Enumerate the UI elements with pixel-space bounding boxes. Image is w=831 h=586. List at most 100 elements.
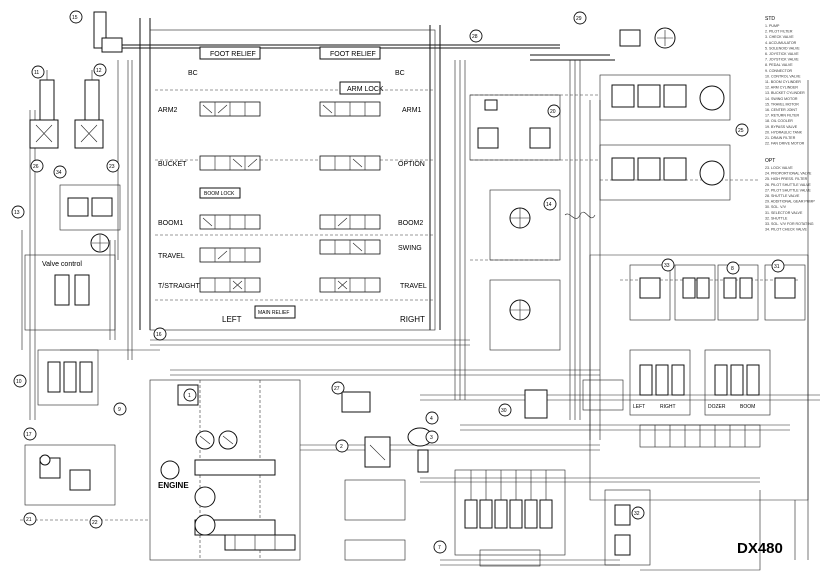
spool-travel-left-label: TRAVEL (158, 253, 185, 260)
callout-bubbles: 15 11 12 26 34 23 13 1 9 27 4 3 2 17 10 … (11, 10, 785, 554)
block-right-label: RIGHT (660, 404, 676, 410)
spool-arm1-label: ARM1 (402, 107, 422, 114)
boom-lock-label: BOOM LOCK (204, 191, 235, 197)
right-spool-stack: ARM1 OPTION BOOM2 SWING TRAVEL (319, 101, 427, 293)
legend-std-item: 4. ACCUMULATOR (765, 41, 797, 45)
callout-13: 13 (14, 210, 20, 216)
legend-opt-item: 30. SOL. V/V (765, 205, 787, 209)
legend-opt-item: 23. LOCK VALVE (765, 166, 793, 170)
spool-swing-label: SWING (398, 245, 422, 252)
legend-opt-title: OPT (765, 158, 775, 164)
legend-opt-item: 34. PILOT CHECK VALVE (765, 228, 808, 232)
legend-opt-item: 27. PILOT SHUTTLE VALVE (765, 188, 811, 192)
callout-21: 21 (26, 517, 32, 523)
callout-30: 30 (501, 408, 507, 414)
callout-34: 34 (56, 170, 62, 176)
callout-29: 29 (576, 16, 582, 22)
callout-32: 32 (634, 511, 640, 517)
callout-23: 23 (109, 164, 115, 170)
block-boom-label: BOOM (740, 404, 755, 410)
legend-opt-list: 23. LOCK VALVE 24. PROPORTIONAL VALVE25. … (765, 166, 815, 232)
main-control-valve: FOOT RELIEF FOOT RELIEF BC BC ARM LOCK A… (149, 29, 436, 331)
spool-boom1-label: BOOM1 (158, 220, 183, 227)
engine-pump-group: ENGINE (149, 379, 301, 561)
legend-std-item: 17. RETURN FILTER (765, 114, 799, 118)
bc-left-label: BC (188, 70, 198, 77)
legend-std-item: 10. CONTROL VALVE (765, 74, 801, 78)
legend-std-item: 2. PILOT FILTER (765, 30, 793, 34)
legend-std-item: 9. CONNECTOR (765, 69, 792, 73)
legend-std-title: STD (765, 16, 775, 22)
callout-20: 20 (550, 109, 556, 115)
legend-std-item: 12. ARM CYLINDER (765, 86, 798, 90)
callout-17: 17 (26, 432, 32, 438)
spool-option-label: OPTION (398, 161, 425, 168)
travel-motor-blocks (599, 27, 731, 201)
main-relief-label: MAIN RELIEF (258, 310, 289, 316)
callout-28: 28 (472, 34, 478, 40)
legend-std-item: 22. FAN DRIVE MOTOR (765, 142, 805, 146)
legend-std-item: 6. JOYSTICK VALVE (765, 52, 799, 56)
legend-opt-item: 29. ADDITIONAL GEAR PUMP (765, 200, 815, 204)
legend-std-item: 19. BYPASS VALVE (765, 125, 798, 129)
legend-opt-item: 24. PROPORTIONAL VALVE (765, 172, 812, 176)
foot-relief-right-label: FOOT RELIEF (330, 51, 376, 58)
callout-8: 8 (731, 266, 734, 272)
callout-9: 9 (118, 407, 121, 413)
legend-std-item: 1. PUMP (765, 24, 780, 28)
callout-26: 26 (33, 164, 39, 170)
valve-control-label: Valve control (42, 261, 82, 268)
model-label: DX480 (737, 540, 783, 557)
callout-7: 7 (438, 545, 441, 551)
legend-std-item: 11. BOOM CYLINDER (765, 80, 801, 84)
legend-std-item: 21. DRAIN FILTER (765, 136, 796, 140)
legend-opt-item: 28. SHUTTLE VALVE (765, 194, 800, 198)
callout-3: 3 (430, 435, 433, 441)
foot-relief-left-label: FOOT RELIEF (210, 51, 256, 58)
callout-11: 11 (34, 70, 39, 76)
legend-std-item: 5. SOLENOID VALVE (765, 46, 800, 50)
center-right-blocks (469, 94, 596, 351)
left-spool-stack: ARM2 BUCKET BOOM LOCK BOOM1 TRAVEL T/STR… (158, 101, 261, 293)
right-pedal-blocks: LEFT RIGHT DOZER BOOM (524, 264, 806, 448)
legend-std-item: 7. JOYSTICK VALVE (765, 58, 799, 62)
callout-1: 1 (188, 393, 191, 399)
callout-22: 22 (92, 520, 98, 526)
spool-bucket-label: BUCKET (158, 161, 187, 168)
callout-12: 12 (96, 68, 102, 74)
block-dozer-label: DOZER (708, 404, 726, 410)
legend-opt-item: 33. SOL. V/V FOR ROTATING (765, 222, 814, 226)
legend-std-item: 15. TRAVEL MOTOR (765, 102, 799, 106)
callout-33: 33 (664, 263, 670, 269)
callout-31: 31 (774, 264, 780, 270)
spool-travel-right-label: TRAVEL (400, 283, 427, 290)
block-left-label: LEFT (633, 404, 645, 410)
callout-10: 10 (16, 379, 22, 385)
callout-14: 14 (546, 202, 552, 208)
spool-arm2-label: ARM2 (158, 107, 178, 114)
legend-opt-item: 26. PILOT SHUTTLE VALVE (765, 183, 811, 187)
callout-16: 16 (156, 332, 162, 338)
engine-label: ENGINE (158, 481, 189, 490)
spool-tstraight-label: T/STRAIGHT (158, 283, 200, 290)
legend-std-item: 20. HYDRAULIC TANK (765, 130, 803, 134)
callout-27: 27 (334, 386, 340, 392)
legend-std-item: 16. CENTER JOINT (765, 108, 798, 112)
right-bank-label: RIGHT (400, 315, 425, 324)
legend-opt-item: 32. SHUTTLE (765, 216, 788, 220)
center-mid-components (341, 391, 433, 473)
legend-std-item: 3. CHECK VALVE (765, 35, 794, 39)
legend-opt-item: 31. SELECTOR VALVE (765, 211, 803, 215)
legend-std-item: 8. PEDAL VALVE (765, 63, 793, 67)
callout-25: 25 (738, 128, 744, 134)
legend-std-item: 14. SWING MOTOR (765, 97, 798, 101)
left-bank-label: LEFT (222, 315, 242, 324)
legend-std-item: 18. OIL COOLER (765, 119, 793, 123)
left-pilot-block: Valve control (24, 184, 121, 506)
callout-4: 4 (430, 416, 433, 422)
legend-opt-item: 25. HIGH PRESS. FILTER (765, 177, 808, 181)
solenoid-stack (344, 469, 651, 567)
